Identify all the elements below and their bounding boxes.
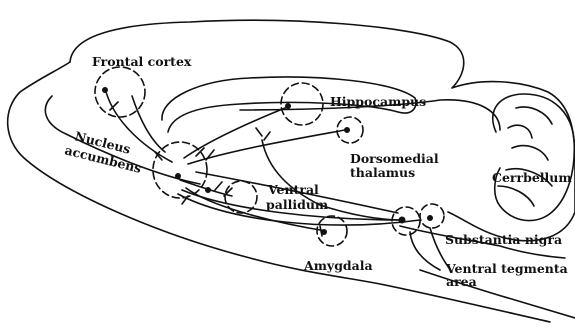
cell-vta <box>427 215 433 221</box>
cell-substantia-nigra <box>399 217 406 224</box>
cell-hippocampus <box>285 103 291 109</box>
label-thalamus: thalamus <box>350 165 415 180</box>
pathway-vta-descending-1 <box>410 232 440 270</box>
label-pallidum: pallidum <box>266 197 328 212</box>
label-area: area <box>446 274 477 289</box>
neural-pathways <box>105 88 452 272</box>
brainstem-lower-line <box>420 270 575 318</box>
label-cerebellum: Cerrbellum <box>492 170 572 185</box>
label-ventral: Ventral <box>267 182 319 197</box>
cell-frontal <box>102 87 108 93</box>
label-hippocampus: Hippocampus <box>330 94 426 109</box>
cerebellum-folia <box>498 107 552 206</box>
tick <box>206 150 214 160</box>
nucleus-accumbens-circle <box>153 142 207 198</box>
label-amygdala: Amygdala <box>303 258 373 273</box>
cell-thalamus <box>344 127 350 133</box>
tick <box>264 132 270 140</box>
cell-amygdala <box>321 229 327 235</box>
pathway-frontal-descending <box>132 96 165 152</box>
pathway-thalamus-to-accumbens <box>188 130 345 164</box>
tick <box>215 182 222 190</box>
tick <box>256 128 262 136</box>
label-substantia-nigra: Substantia nigra <box>445 232 562 247</box>
label-frontal-cortex: Frontal cortex <box>92 54 192 69</box>
label-dorsomedial: Dorsomedial <box>350 151 439 166</box>
cerebellum-outline <box>493 94 575 221</box>
cell-accumbens <box>175 173 181 179</box>
cell-pallidum <box>205 187 211 193</box>
